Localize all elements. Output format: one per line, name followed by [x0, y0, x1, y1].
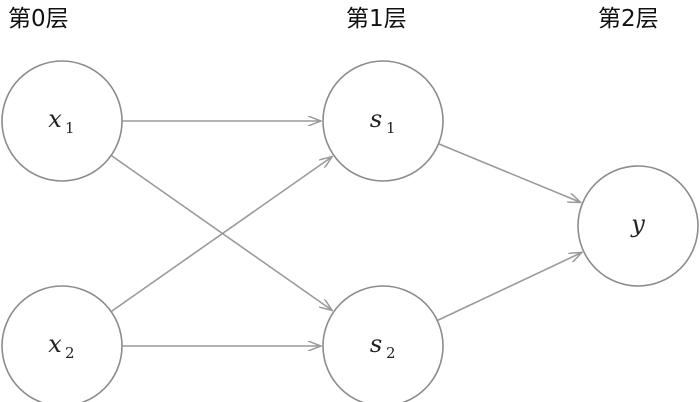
node-subscript-s1: 1 — [386, 119, 396, 137]
node-label-x1: x — [48, 105, 62, 133]
edge-s1-to-y — [438, 143, 581, 203]
edge-s2-to-y — [436, 252, 582, 322]
node-circle-x2 — [1, 285, 123, 402]
node-label-s1: s — [370, 105, 382, 133]
node-y: y — [577, 165, 699, 287]
layer-label-1: 第1层 — [346, 6, 407, 32]
edges-group — [110, 121, 582, 346]
node-subscript-x2: 2 — [65, 344, 75, 362]
node-label-s2: s — [370, 330, 382, 358]
layer-label-0: 第0层 — [8, 6, 69, 32]
edge-x2-to-s1 — [110, 157, 332, 313]
node-label-x2: x — [48, 330, 62, 358]
node-circle-y — [577, 165, 699, 287]
node-label-y: y — [630, 210, 645, 238]
layer-label-2: 第2层 — [598, 6, 659, 32]
node-subscript-s2: 2 — [386, 344, 396, 362]
node-circle-s1 — [322, 60, 444, 182]
edge-x1-to-s2 — [110, 154, 332, 310]
node-circle-s2 — [322, 285, 444, 402]
node-subscript-x1: 1 — [65, 119, 75, 137]
node-circle-x1 — [1, 60, 123, 182]
